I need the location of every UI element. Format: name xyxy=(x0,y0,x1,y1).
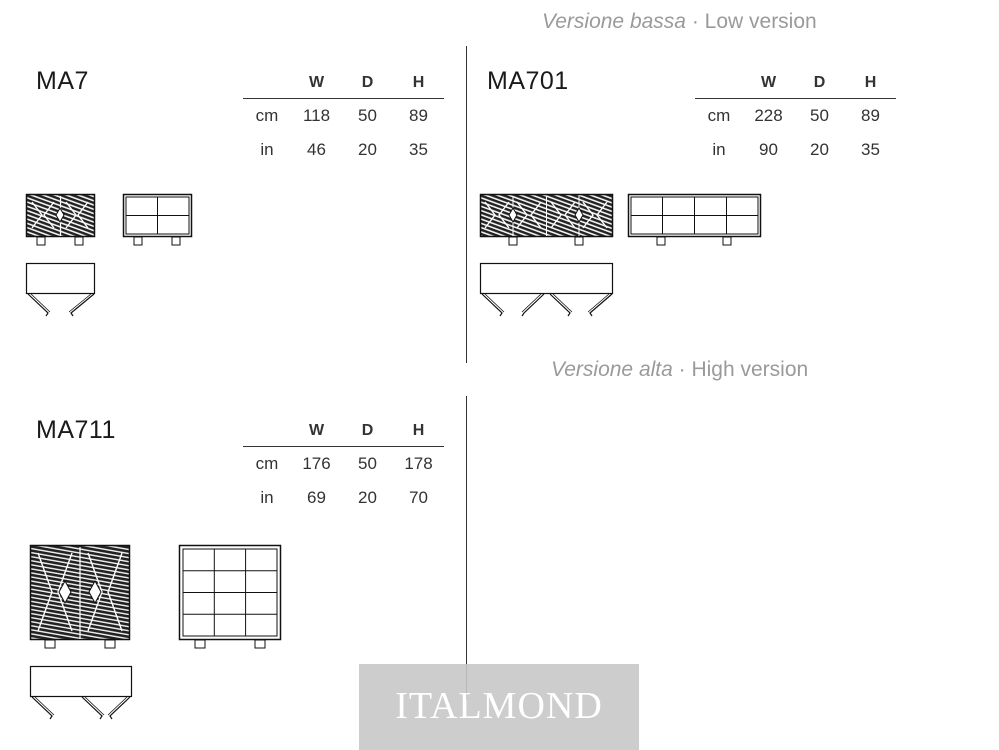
ma701-front-view xyxy=(479,193,614,246)
header-unit xyxy=(243,416,291,447)
d-cell: 20 xyxy=(358,140,377,159)
header-d: D xyxy=(342,416,393,447)
d-cell: 20 xyxy=(810,140,829,159)
ma711-plan-view xyxy=(29,665,133,720)
high-version-title-it: Versione alta xyxy=(551,358,673,381)
table-header-row: W D H xyxy=(243,68,444,99)
header-w: W xyxy=(291,68,342,99)
unit-cell: cm xyxy=(707,106,731,125)
unit-cell: in xyxy=(260,140,274,159)
table-row: cm 176 50 178 xyxy=(243,447,444,482)
high-version-separator: · xyxy=(672,358,692,381)
h-cell: 178 xyxy=(404,454,433,473)
header-d: D xyxy=(794,68,845,99)
header-h: H xyxy=(393,416,444,447)
w-cell: 118 xyxy=(302,106,331,125)
ma7-front-view xyxy=(25,193,96,246)
header-unit xyxy=(695,68,743,99)
watermark-text: ITALMOND xyxy=(395,685,603,727)
header-w: W xyxy=(291,416,342,447)
w-cell: 46 xyxy=(307,140,326,159)
w-cell: 69 xyxy=(307,488,326,507)
ma7-plan-view xyxy=(25,262,96,317)
dimensions-table-ma7: W D H cm 118 50 89 in 46 20 35 xyxy=(243,68,444,167)
ma7-back-view xyxy=(122,193,193,246)
h-cell: 35 xyxy=(861,140,880,159)
ma701-back-view xyxy=(627,193,762,246)
w-cell: 176 xyxy=(302,454,331,473)
header-h: H xyxy=(393,68,444,99)
h-cell: 35 xyxy=(409,140,428,159)
d-cell: 50 xyxy=(810,106,829,125)
divider-bottom xyxy=(466,396,467,700)
high-version-title: Versione alta · High version xyxy=(551,358,808,382)
table-row: in 90 20 35 xyxy=(695,133,896,167)
ma711-back-view xyxy=(178,544,282,649)
w-cell: 90 xyxy=(759,140,778,159)
table-header-row: W D H xyxy=(243,416,444,447)
h-cell: 89 xyxy=(861,106,880,125)
d-cell: 20 xyxy=(358,488,377,507)
dimensions-table-ma701: W D H cm 228 50 89 in 90 20 35 xyxy=(695,68,896,167)
unit-cell: cm xyxy=(255,106,279,125)
table-row: cm 228 50 89 xyxy=(695,99,896,134)
header-d: D xyxy=(342,68,393,99)
unit-cell: in xyxy=(712,140,726,159)
watermark-logo: ITALMOND xyxy=(359,664,639,750)
low-version-title: Versione bassa · Low version xyxy=(542,10,817,34)
d-cell: 50 xyxy=(358,106,377,125)
low-version-title-en: Low version xyxy=(704,10,817,33)
table-header-row: W D H xyxy=(695,68,896,99)
table-row: in 69 20 70 xyxy=(243,481,444,515)
w-cell: 228 xyxy=(754,106,783,125)
d-cell: 50 xyxy=(358,454,377,473)
ma701-plan-view xyxy=(479,262,614,317)
divider-top xyxy=(466,46,467,363)
low-version-title-it: Versione bassa xyxy=(542,10,686,33)
ma711-front-view xyxy=(29,544,131,649)
header-h: H xyxy=(845,68,896,99)
h-cell: 70 xyxy=(409,488,428,507)
table-row: in 46 20 35 xyxy=(243,133,444,167)
unit-cell: cm xyxy=(255,454,279,473)
model-name-ma711: MA711 xyxy=(36,416,116,444)
unit-cell: in xyxy=(260,488,274,507)
header-w: W xyxy=(743,68,794,99)
h-cell: 89 xyxy=(409,106,428,125)
high-version-title-en: High version xyxy=(691,358,809,381)
dimensions-table-ma711: W D H cm 176 50 178 in 69 20 70 xyxy=(243,416,444,515)
table-row: cm 118 50 89 xyxy=(243,99,444,134)
header-unit xyxy=(243,68,291,99)
low-version-separator: · xyxy=(685,10,705,33)
model-name-ma701: MA701 xyxy=(487,67,569,95)
model-name-ma7: MA7 xyxy=(36,67,89,95)
